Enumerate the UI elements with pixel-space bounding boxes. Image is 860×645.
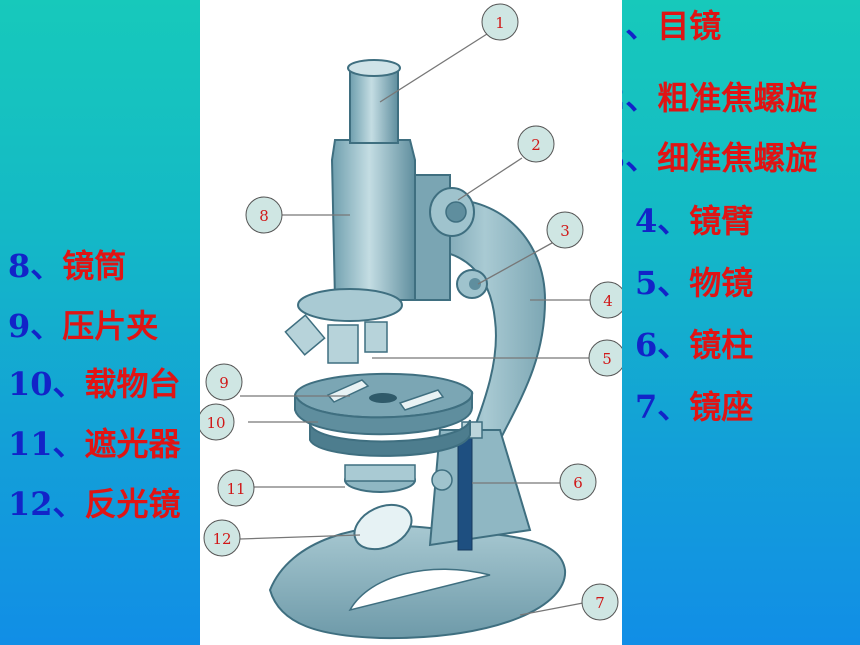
leader-7 xyxy=(519,602,584,616)
diaphragm-body xyxy=(344,464,416,482)
legend-name: 细准焦螺旋 xyxy=(657,139,818,177)
stage-clip-right xyxy=(398,389,445,411)
legend-name: 粗准焦螺旋 xyxy=(657,79,818,117)
legend-number: 8、 xyxy=(8,247,63,285)
legend-item-pillar: 6、镜柱 xyxy=(635,329,753,361)
legend-item-diaphragm: 11、遮光器 xyxy=(8,428,181,460)
legend-number: 10、 xyxy=(8,365,85,403)
callout-5: 5 xyxy=(588,339,622,377)
condenser-knob xyxy=(431,469,453,491)
callout-6: 6 xyxy=(559,463,597,501)
stage-body xyxy=(294,391,474,436)
base-inner-notch xyxy=(348,568,491,612)
objective-lens-2 xyxy=(327,324,359,364)
leader-2 xyxy=(457,157,523,201)
legend-item-fine-focus: 3、细准焦螺旋 xyxy=(603,142,817,174)
legend-item-stage-clip: 9、压片夹 xyxy=(8,310,158,342)
microscope-diagram: 1 2 3 4 5 6 7 8 9 10 11 12 xyxy=(200,3,622,640)
callout-1: 1 xyxy=(481,3,519,41)
callouts: 1 2 3 4 5 6 7 8 9 10 11 12 xyxy=(200,3,622,621)
legend-number: 6、 xyxy=(635,326,690,364)
leader-12 xyxy=(239,534,361,540)
legend-item-objective: 5、物镜 xyxy=(635,267,753,299)
fine-focus-center xyxy=(469,278,481,290)
legend-number: 5、 xyxy=(635,264,690,302)
legend-item-arm: 4、镜臂 xyxy=(635,205,753,237)
callout-label: 9 xyxy=(219,374,229,392)
callout-8: 8 xyxy=(245,196,283,234)
objective-lens-1 xyxy=(284,314,326,356)
legend-item-tube: 8、镜筒 xyxy=(8,250,126,282)
legend-item-base: 7、镜座 xyxy=(635,391,753,423)
leader-1 xyxy=(379,33,488,103)
legend-item-stage: 10、载物台 xyxy=(8,368,181,400)
legend-name: 镜柱 xyxy=(689,326,754,364)
callout-label: 5 xyxy=(602,350,612,368)
legend-name: 反光镜 xyxy=(84,485,181,523)
legend-number: 9、 xyxy=(8,307,63,345)
callout-4: 4 xyxy=(589,281,622,319)
reflector-mirror xyxy=(353,503,413,551)
legend-number: 11、 xyxy=(8,425,85,463)
legend-number: 12、 xyxy=(8,485,85,523)
callout-2: 2 xyxy=(517,125,555,163)
callout-label: 6 xyxy=(573,474,583,492)
objective-lens-3 xyxy=(364,321,388,353)
callout-label: 2 xyxy=(531,136,541,154)
callout-label: 7 xyxy=(595,594,605,612)
legend-name: 遮光器 xyxy=(84,425,181,463)
legend-name: 载物台 xyxy=(84,365,181,403)
pillar-rod xyxy=(457,429,473,551)
legend-item-mirror: 12、反光镜 xyxy=(8,488,181,520)
callout-label: 10 xyxy=(206,414,225,432)
stage-hole xyxy=(369,393,397,403)
callout-12: 12 xyxy=(203,519,241,557)
leader-3 xyxy=(477,242,553,285)
legend-number: 4、 xyxy=(635,202,690,240)
callout-label: 11 xyxy=(226,480,245,498)
callout-10: 10 xyxy=(200,403,235,441)
nosepiece xyxy=(297,288,403,322)
callout-label: 8 xyxy=(259,207,269,225)
eyepiece-top xyxy=(347,59,401,77)
eyepiece-barrel xyxy=(349,67,399,144)
coarse-focus-center xyxy=(445,201,467,223)
callout-label: 12 xyxy=(212,530,231,548)
legend-name: 镜座 xyxy=(689,388,754,426)
legend-name: 镜筒 xyxy=(62,247,127,285)
diagram-panel: 1 2 3 4 5 6 7 8 9 10 11 12 xyxy=(200,0,622,645)
callout-label: 4 xyxy=(603,292,613,310)
legend-name: 物镜 xyxy=(689,264,754,302)
leader-lines xyxy=(239,33,592,616)
callout-11: 11 xyxy=(217,469,255,507)
callout-9: 9 xyxy=(205,363,243,401)
legend-name: 目镜 xyxy=(657,7,722,45)
callout-label: 1 xyxy=(495,14,505,32)
stage-lower-ring xyxy=(309,419,471,457)
legend-number: 7、 xyxy=(635,388,690,426)
callout-label: 3 xyxy=(560,222,570,240)
legend-name: 压片夹 xyxy=(62,307,159,345)
callout-3: 3 xyxy=(546,211,584,249)
legend-name: 镜臂 xyxy=(689,202,754,240)
legend-item-coarse-focus: 2、粗准焦螺旋 xyxy=(603,82,817,114)
body-tube xyxy=(330,139,416,301)
callout-7: 7 xyxy=(581,583,619,621)
